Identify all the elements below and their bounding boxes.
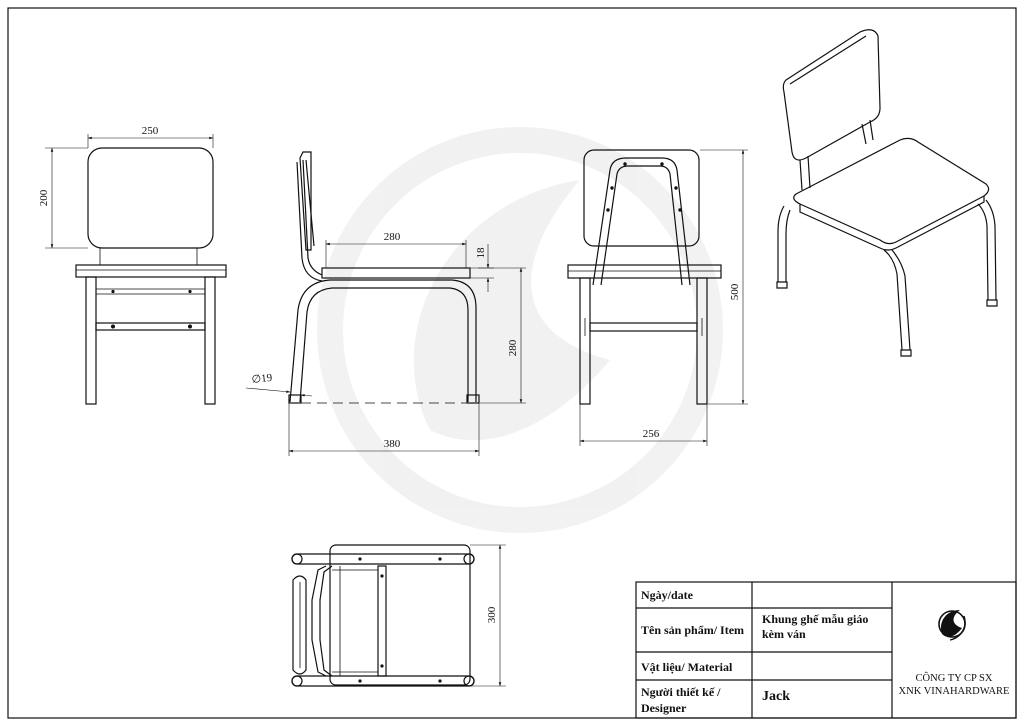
top-frame-top-rail — [291, 553, 475, 565]
designer-value: Jack — [762, 689, 790, 704]
designer-label-line2: Designer — [641, 701, 687, 715]
iso-seat — [793, 137, 990, 245]
product-value-line1: Khung ghế mẫu giáo — [762, 612, 868, 626]
back-left-leg — [579, 277, 591, 405]
iso-leg-front-right — [977, 203, 989, 301]
front-view: 250 200 — [38, 125, 227, 405]
dim-top-depth: 300 — [486, 606, 498, 623]
back-seat-board — [567, 264, 722, 279]
product-value-line2: kèm ván — [762, 627, 806, 641]
front-right-leg — [204, 276, 216, 405]
designer-label-line1: Người thiết kế / — [641, 685, 721, 699]
back-backrest-board — [583, 149, 700, 247]
back-frame — [592, 157, 691, 286]
dim-side-seat-height: 280 — [507, 339, 519, 356]
front-left-leg — [85, 276, 97, 405]
dim-back-width: 256 — [643, 428, 660, 440]
top-seat-board — [329, 544, 471, 686]
vinahardware-logo-icon — [938, 610, 966, 641]
dim-back-total-height: 500 — [729, 283, 741, 300]
company-name-line1: CÔNG TY CP SX — [916, 672, 993, 684]
front-seat-board — [75, 264, 227, 278]
side-backrest — [299, 151, 312, 251]
dim-front-back-height: 200 — [38, 189, 50, 206]
dim-side-seat-depth: 280 — [384, 231, 401, 243]
iso-leg-front-left — [883, 249, 903, 351]
watermark-logo — [317, 127, 723, 533]
side-back-frame — [302, 159, 323, 276]
sheet-border — [7, 7, 1017, 719]
product-label: Tên sản phẩm/ Item — [641, 623, 744, 637]
top-view: 300 — [291, 544, 506, 687]
side-frame-loop — [289, 279, 477, 403]
top-backrest — [292, 575, 307, 675]
back-right-leg — [696, 277, 708, 405]
material-label: Vật liệu/ Material — [641, 660, 733, 674]
side-view: 280 18 280 ∅19 380 — [245, 151, 526, 456]
dim-front-width: 250 — [142, 125, 159, 137]
isometric-view — [776, 29, 998, 357]
dim-side-total-depth: 380 — [384, 438, 401, 450]
front-backrest — [87, 147, 214, 249]
front-crossbar — [95, 322, 206, 331]
dim-side-leg-diameter: ∅19 — [251, 372, 273, 386]
back-view: 500 256 — [567, 149, 748, 446]
back-crossbar — [589, 322, 698, 332]
side-seat-board — [321, 267, 471, 279]
dim-side-seat-thickness: 18 — [475, 247, 487, 259]
title-block: Ngày/date Tên sản phẩm/ Item Khung ghế m… — [635, 581, 1017, 719]
iso-leg-back-left — [777, 205, 785, 282]
company-name-line2: XNK VINAHARDWARE — [899, 686, 1010, 697]
date-label: Ngày/date — [641, 588, 694, 602]
